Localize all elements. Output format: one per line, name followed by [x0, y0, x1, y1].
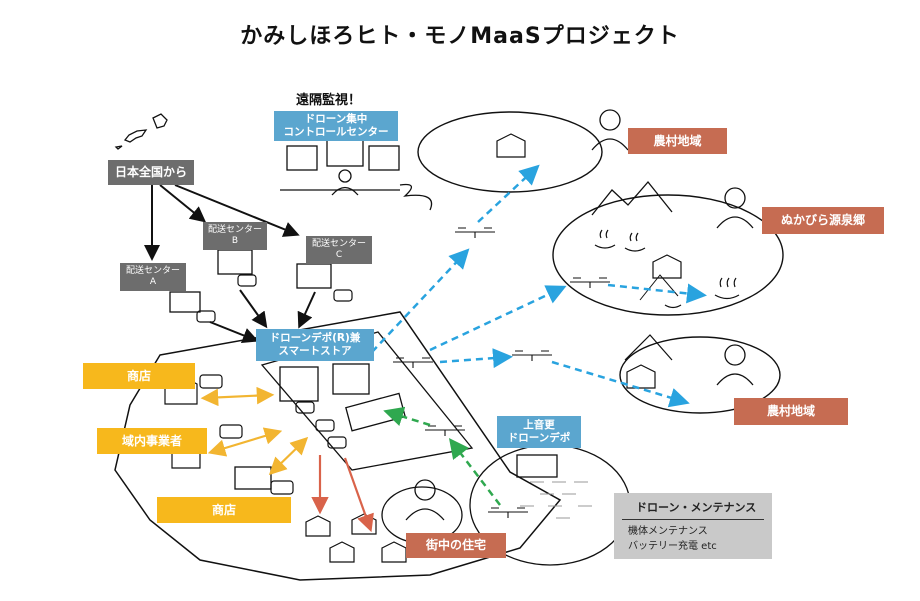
- warehouse-icons: [169, 249, 558, 490]
- page-title: かみしほろヒト・モノMaaSプロジェクト: [240, 24, 680, 49]
- control-center-label: ドローン集中 コントロールセンター: [274, 111, 398, 141]
- business-label: 域内事業者: [97, 428, 207, 454]
- rural-area-2-label: 農村地域: [734, 398, 848, 425]
- shop-1-label: 商店: [83, 363, 195, 389]
- rural-island-2: [619, 336, 781, 414]
- town-area: [114, 311, 562, 581]
- center-c-label: 配送センター C: [306, 236, 372, 264]
- shop-2-label: 商店: [157, 497, 291, 523]
- kamiotofuke-depot-label: 上音更 ドローンデポ: [497, 416, 581, 448]
- maintenance-box: ドローン・メンテナンス 機体メンテナンス バッテリー充電 etc: [614, 493, 772, 559]
- maintenance-line-2: バッテリー充電 etc: [628, 540, 717, 552]
- control-center-illustration: [280, 139, 433, 211]
- delivery-arrows: [144, 184, 316, 343]
- remote-monitor-label: 遠隔監視！: [296, 93, 362, 108]
- drone-routes: [371, 164, 707, 408]
- person-icons: [405, 109, 754, 521]
- nukabira-label: ぬかびら源泉郷: [762, 207, 884, 234]
- maintenance-title: ドローン・メンテナンス: [622, 493, 764, 520]
- return-route: [383, 406, 501, 506]
- japan-map-icon: [114, 113, 168, 150]
- drone-icons: [393, 227, 610, 518]
- local-delivery-arrows: [200, 386, 309, 476]
- center-b-label: 配送センター B: [203, 222, 267, 250]
- house-delivery-arrows: [311, 455, 374, 533]
- depot-store-label: ドローンデポ(R)兼 スマートストア: [256, 329, 374, 361]
- maintenance-line-1: 機体メンテナンス: [628, 526, 708, 537]
- vehicle-icons: [196, 274, 353, 495]
- nationwide-label: 日本全国から: [108, 160, 194, 185]
- center-a-label: 配送センター A: [120, 263, 186, 291]
- nukabira-island: [552, 194, 784, 316]
- onsen-icons: [594, 229, 740, 309]
- rural-area-1-label: 農村地域: [628, 128, 727, 154]
- rural-island-1: [417, 111, 603, 193]
- town-housing-label: 街中の住宅: [406, 533, 506, 558]
- mountain-icon: [591, 180, 673, 216]
- parked-drones: [520, 481, 592, 519]
